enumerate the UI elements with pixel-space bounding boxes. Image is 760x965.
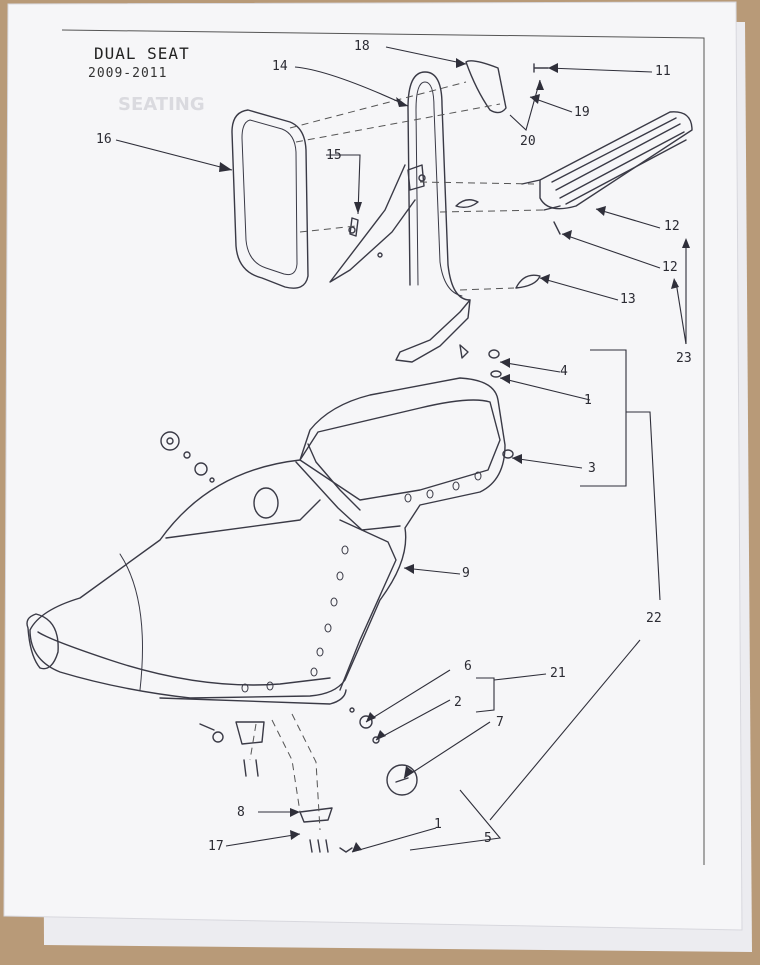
callout-12-top: 11 [655,64,671,79]
callout-13: 12 [664,219,680,234]
callout-4: 4 [560,364,568,379]
diagram-title: DUAL SEAT [94,44,190,63]
arrowheads [219,58,690,852]
bolt-12-mid [553,221,561,235]
dual-seat [26,377,506,705]
callout-1-lower: 1 [434,817,442,832]
callout-2: 2 [454,695,462,710]
diagram-years: 2009-2011 [88,66,168,81]
bolt-12-top [533,63,549,73]
callout-20: 20 [520,134,536,149]
callout-1-upper: 1 [584,393,592,408]
hardware-stack [459,344,514,459]
callout-14: 13 [620,292,636,307]
seat-stud-holes [241,471,482,693]
diagram-border [61,29,705,865]
callout-leaders [115,46,687,853]
backrest-pad [231,109,309,289]
rack-bracket [515,274,541,289]
callout-23: 23 [676,351,692,366]
mount-bracket [455,199,479,209]
luggage-rack [521,111,693,211]
callout-6: 6 [464,659,472,674]
callout-12-mid: 12 [662,260,678,275]
callout-11: 9 [462,566,470,581]
callout-15: 14 [272,59,288,74]
callout-17: 16 [96,132,112,147]
sissy-bar [329,71,471,363]
bottom-hardware [199,707,418,853]
callout-16: 15 [326,148,342,163]
bracket-plate [465,60,507,114]
callout-5: 5 [484,831,492,846]
callout-3: 3 [588,461,596,476]
assembly-lines [249,81,545,831]
callout-9: 17 [208,839,224,854]
callout-7: 7 [496,715,504,730]
clip-part [348,217,359,237]
callout-8: 8 [237,805,245,820]
washer-stack [160,431,215,483]
callout-22: 22 [646,611,662,626]
callout-19: 19 [574,105,590,120]
callout-21: 21 [550,666,566,681]
bleed-through-heading: SEATING [118,94,205,115]
callout-18: 18 [354,39,370,54]
